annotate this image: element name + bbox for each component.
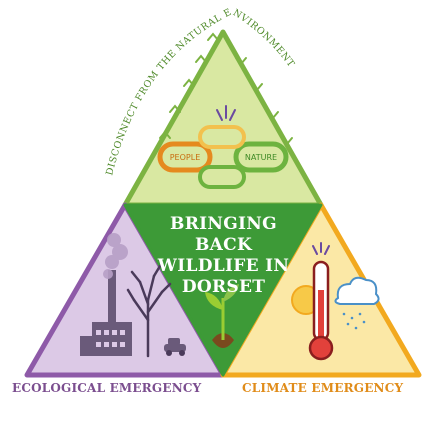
climate-emergency-label: CLIMATE EMERGENCY	[242, 381, 404, 395]
center-title-line-3: DORSET	[181, 277, 266, 297]
center-triangle	[123, 203, 323, 377]
dead-tree-icon	[126, 264, 172, 358]
broken-chain-icon: PEOPLE NATURE	[157, 105, 289, 189]
spark-icon	[216, 105, 236, 121]
chain-label-people: PEOPLE	[170, 153, 201, 162]
rain-cloud-icon	[334, 276, 380, 330]
center-title-line-1: BRINGING BACK	[170, 214, 277, 255]
car-icon	[164, 338, 186, 356]
center-title-line-2: WILDLIFE IN	[157, 256, 290, 276]
thermometer-icon	[308, 242, 334, 361]
smoke-icon	[103, 233, 128, 279]
ecological-emergency-label: ECOLOGICAL EMERGENCY	[12, 381, 202, 395]
sapling-icon	[205, 284, 239, 348]
zigzag-decoration	[159, 32, 293, 146]
chain-label-nature: NATURE	[245, 153, 277, 162]
factory-icon	[80, 270, 132, 356]
center-title: BRINGING BACK WILDLIFE IN DORSET	[140, 214, 307, 298]
